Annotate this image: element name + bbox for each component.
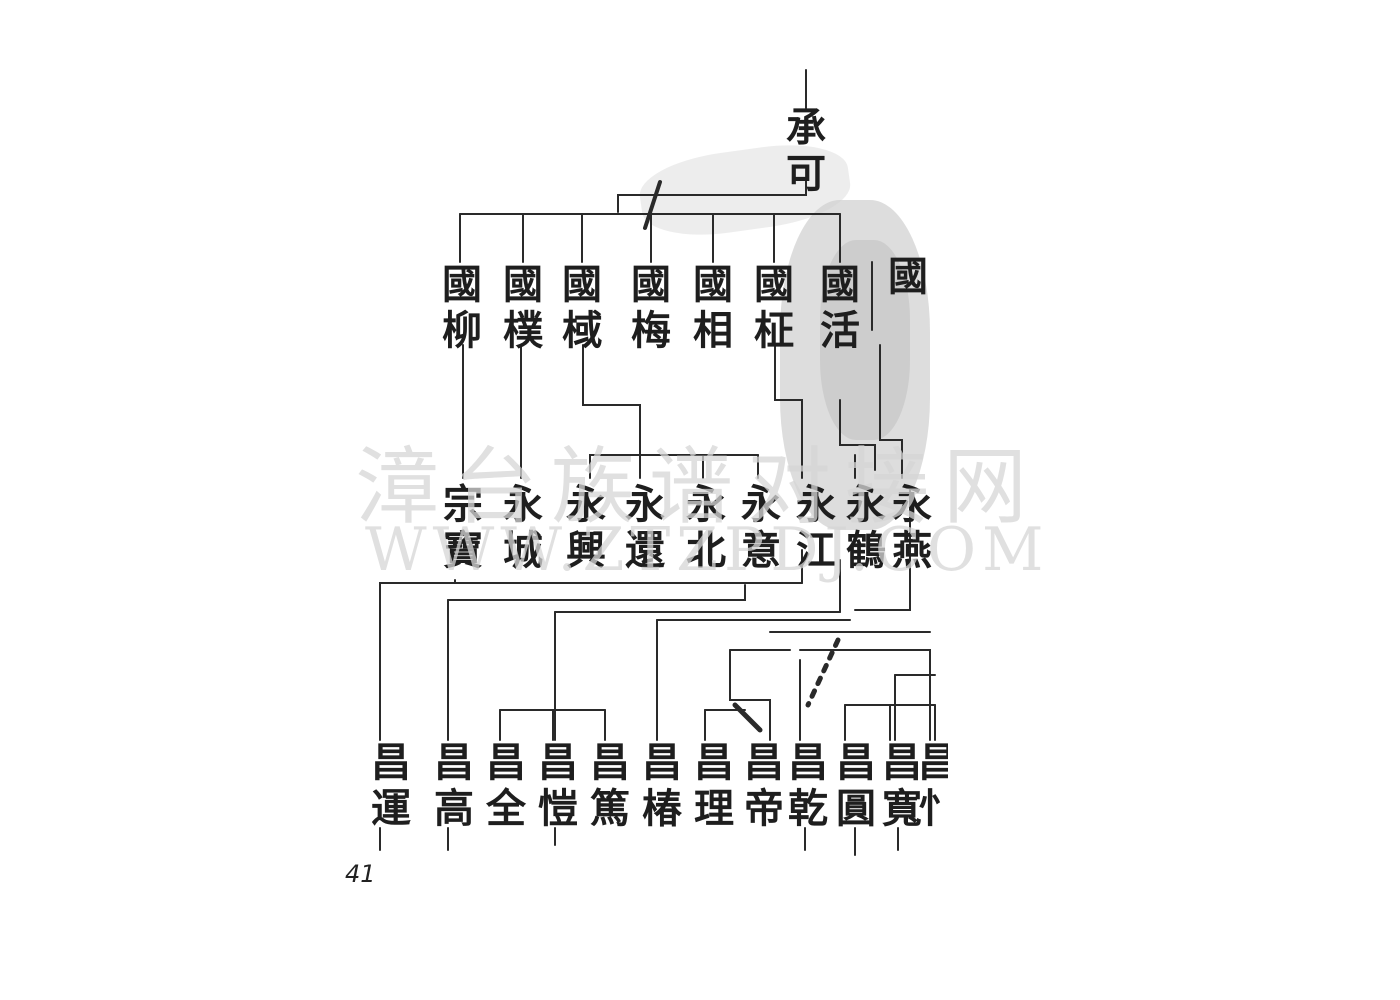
row2-name-6: 永意 bbox=[741, 481, 781, 574]
row3-name-2: 昌高 bbox=[434, 739, 474, 832]
row3-name-6: 昌椿 bbox=[642, 739, 682, 832]
paper-stain bbox=[820, 240, 910, 440]
row3-name-7: 昌理 bbox=[694, 739, 734, 832]
row1-name-2: 國樸 bbox=[503, 261, 543, 354]
row2-name-2: 永城 bbox=[503, 481, 543, 574]
row1-name-6: 國柾 bbox=[754, 261, 794, 354]
page-number: 41 bbox=[345, 860, 376, 888]
watermark-chinese: 漳台族谱对接网 bbox=[355, 438, 1042, 536]
row3-name-4: 昌愷 bbox=[538, 739, 578, 832]
row2-name-4: 永還 bbox=[625, 481, 665, 574]
row3-name-12: 昌忄 bbox=[918, 740, 948, 832]
row1-name-3: 國棫 bbox=[562, 261, 602, 354]
row1-name-4: 國梅 bbox=[631, 261, 671, 354]
row2-name-9: 永燕 bbox=[892, 481, 932, 574]
watermark-url: WWW.ZTZPDJ.COM bbox=[365, 515, 1050, 585]
row3-name-10: 昌圓 bbox=[836, 739, 876, 832]
row1-name-7: 國活 bbox=[820, 261, 860, 354]
row3-name-8: 昌帝 bbox=[744, 739, 784, 832]
row3-name-1: 昌運 bbox=[371, 739, 411, 832]
root-name: 承 可 bbox=[786, 104, 826, 197]
row2-name-8: 永鶴 bbox=[846, 481, 886, 574]
row3-name-5: 昌篤 bbox=[590, 739, 630, 832]
row2-name-3: 永興 bbox=[566, 481, 606, 574]
row2-name-7: 永江 bbox=[796, 481, 836, 574]
row1-name-1: 國柳 bbox=[442, 261, 482, 354]
row3-name-11: 昌寬 bbox=[882, 739, 922, 832]
row1-name-8: 國 bbox=[888, 253, 928, 300]
row1-name-5: 國相 bbox=[693, 261, 733, 354]
row3-name-9: 昌乾 bbox=[788, 739, 828, 832]
row3-name-3: 昌全 bbox=[486, 739, 526, 832]
row2-name-1: 宗寶 bbox=[443, 481, 483, 574]
row2-name-5: 永北 bbox=[686, 481, 726, 574]
